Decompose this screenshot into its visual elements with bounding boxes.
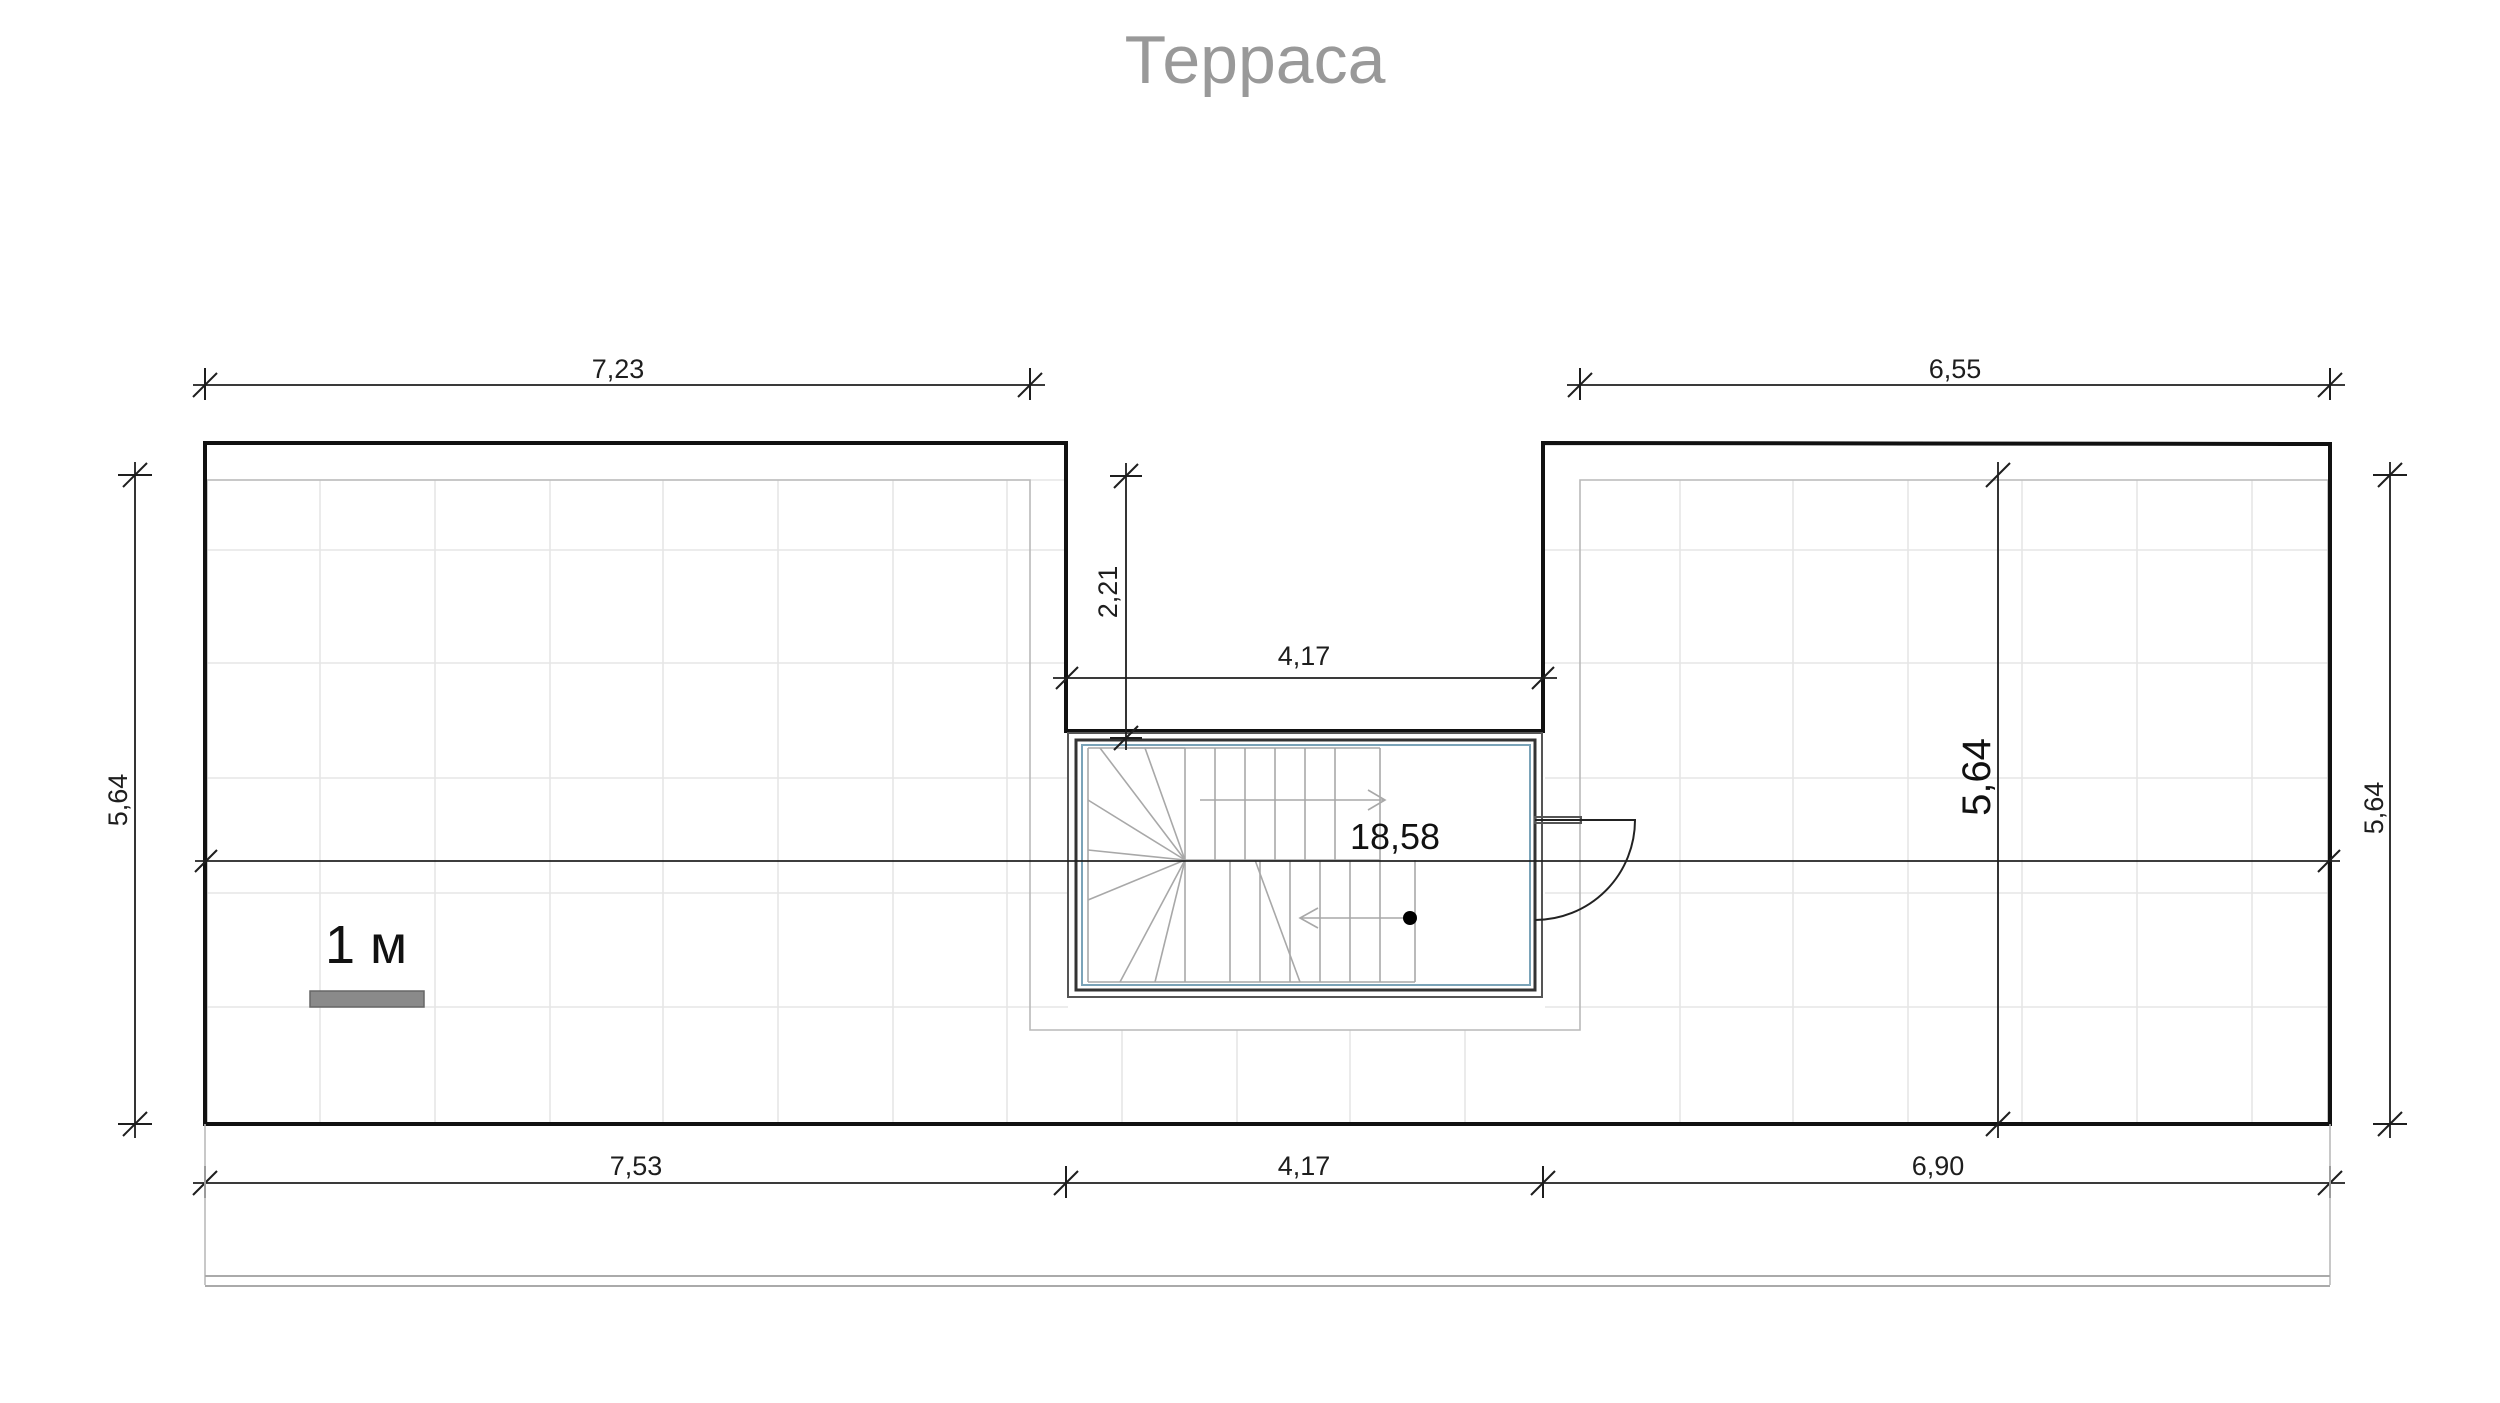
dim-label-bottom-left: 7,53: [610, 1151, 663, 1181]
stair-area-label: 18,58: [1350, 816, 1440, 857]
floor-grid: [207, 479, 2328, 1122]
terrace-outline: [203, 440, 2332, 1126]
dim-bay-width: [1053, 666, 1557, 690]
dim-label-bottom-right: 6,90: [1912, 1151, 1965, 1181]
dim-left-height: [118, 462, 218, 1138]
plan-title: Терраса: [1125, 22, 1386, 98]
scale-bar: [309, 990, 425, 1008]
dim-label-left-height: 5,64: [103, 774, 133, 827]
door-swing-arc: [1534, 819, 1637, 921]
dim-label-bay-depth: 2,21: [1093, 566, 1123, 619]
dim-label-right-outer-height: 5,64: [2359, 782, 2389, 835]
scale-label: 1 м: [325, 915, 407, 975]
dim-label-bottom-middle: 4,17: [1278, 1151, 1331, 1181]
dim-bay-depth: [1110, 463, 1142, 751]
dim-label-bay-width: 4,17: [1278, 641, 1331, 671]
dim-label-top-left: 7,23: [592, 354, 645, 384]
dim-right-inner-height: [1985, 462, 2341, 1138]
dim-right-outer-height: [2373, 462, 2407, 1138]
parapet-inner-line: [206, 479, 2329, 1122]
dim-top-right: [1567, 368, 2345, 400]
dim-bottom: [192, 1124, 2345, 1287]
stairwell: [1067, 732, 1637, 998]
dim-label-top-right: 6,55: [1929, 354, 1982, 384]
dim-label-right-inner-height: 5,64: [1955, 738, 1999, 816]
staircase: [1087, 747, 1417, 983]
dim-top-left: [192, 368, 1045, 400]
